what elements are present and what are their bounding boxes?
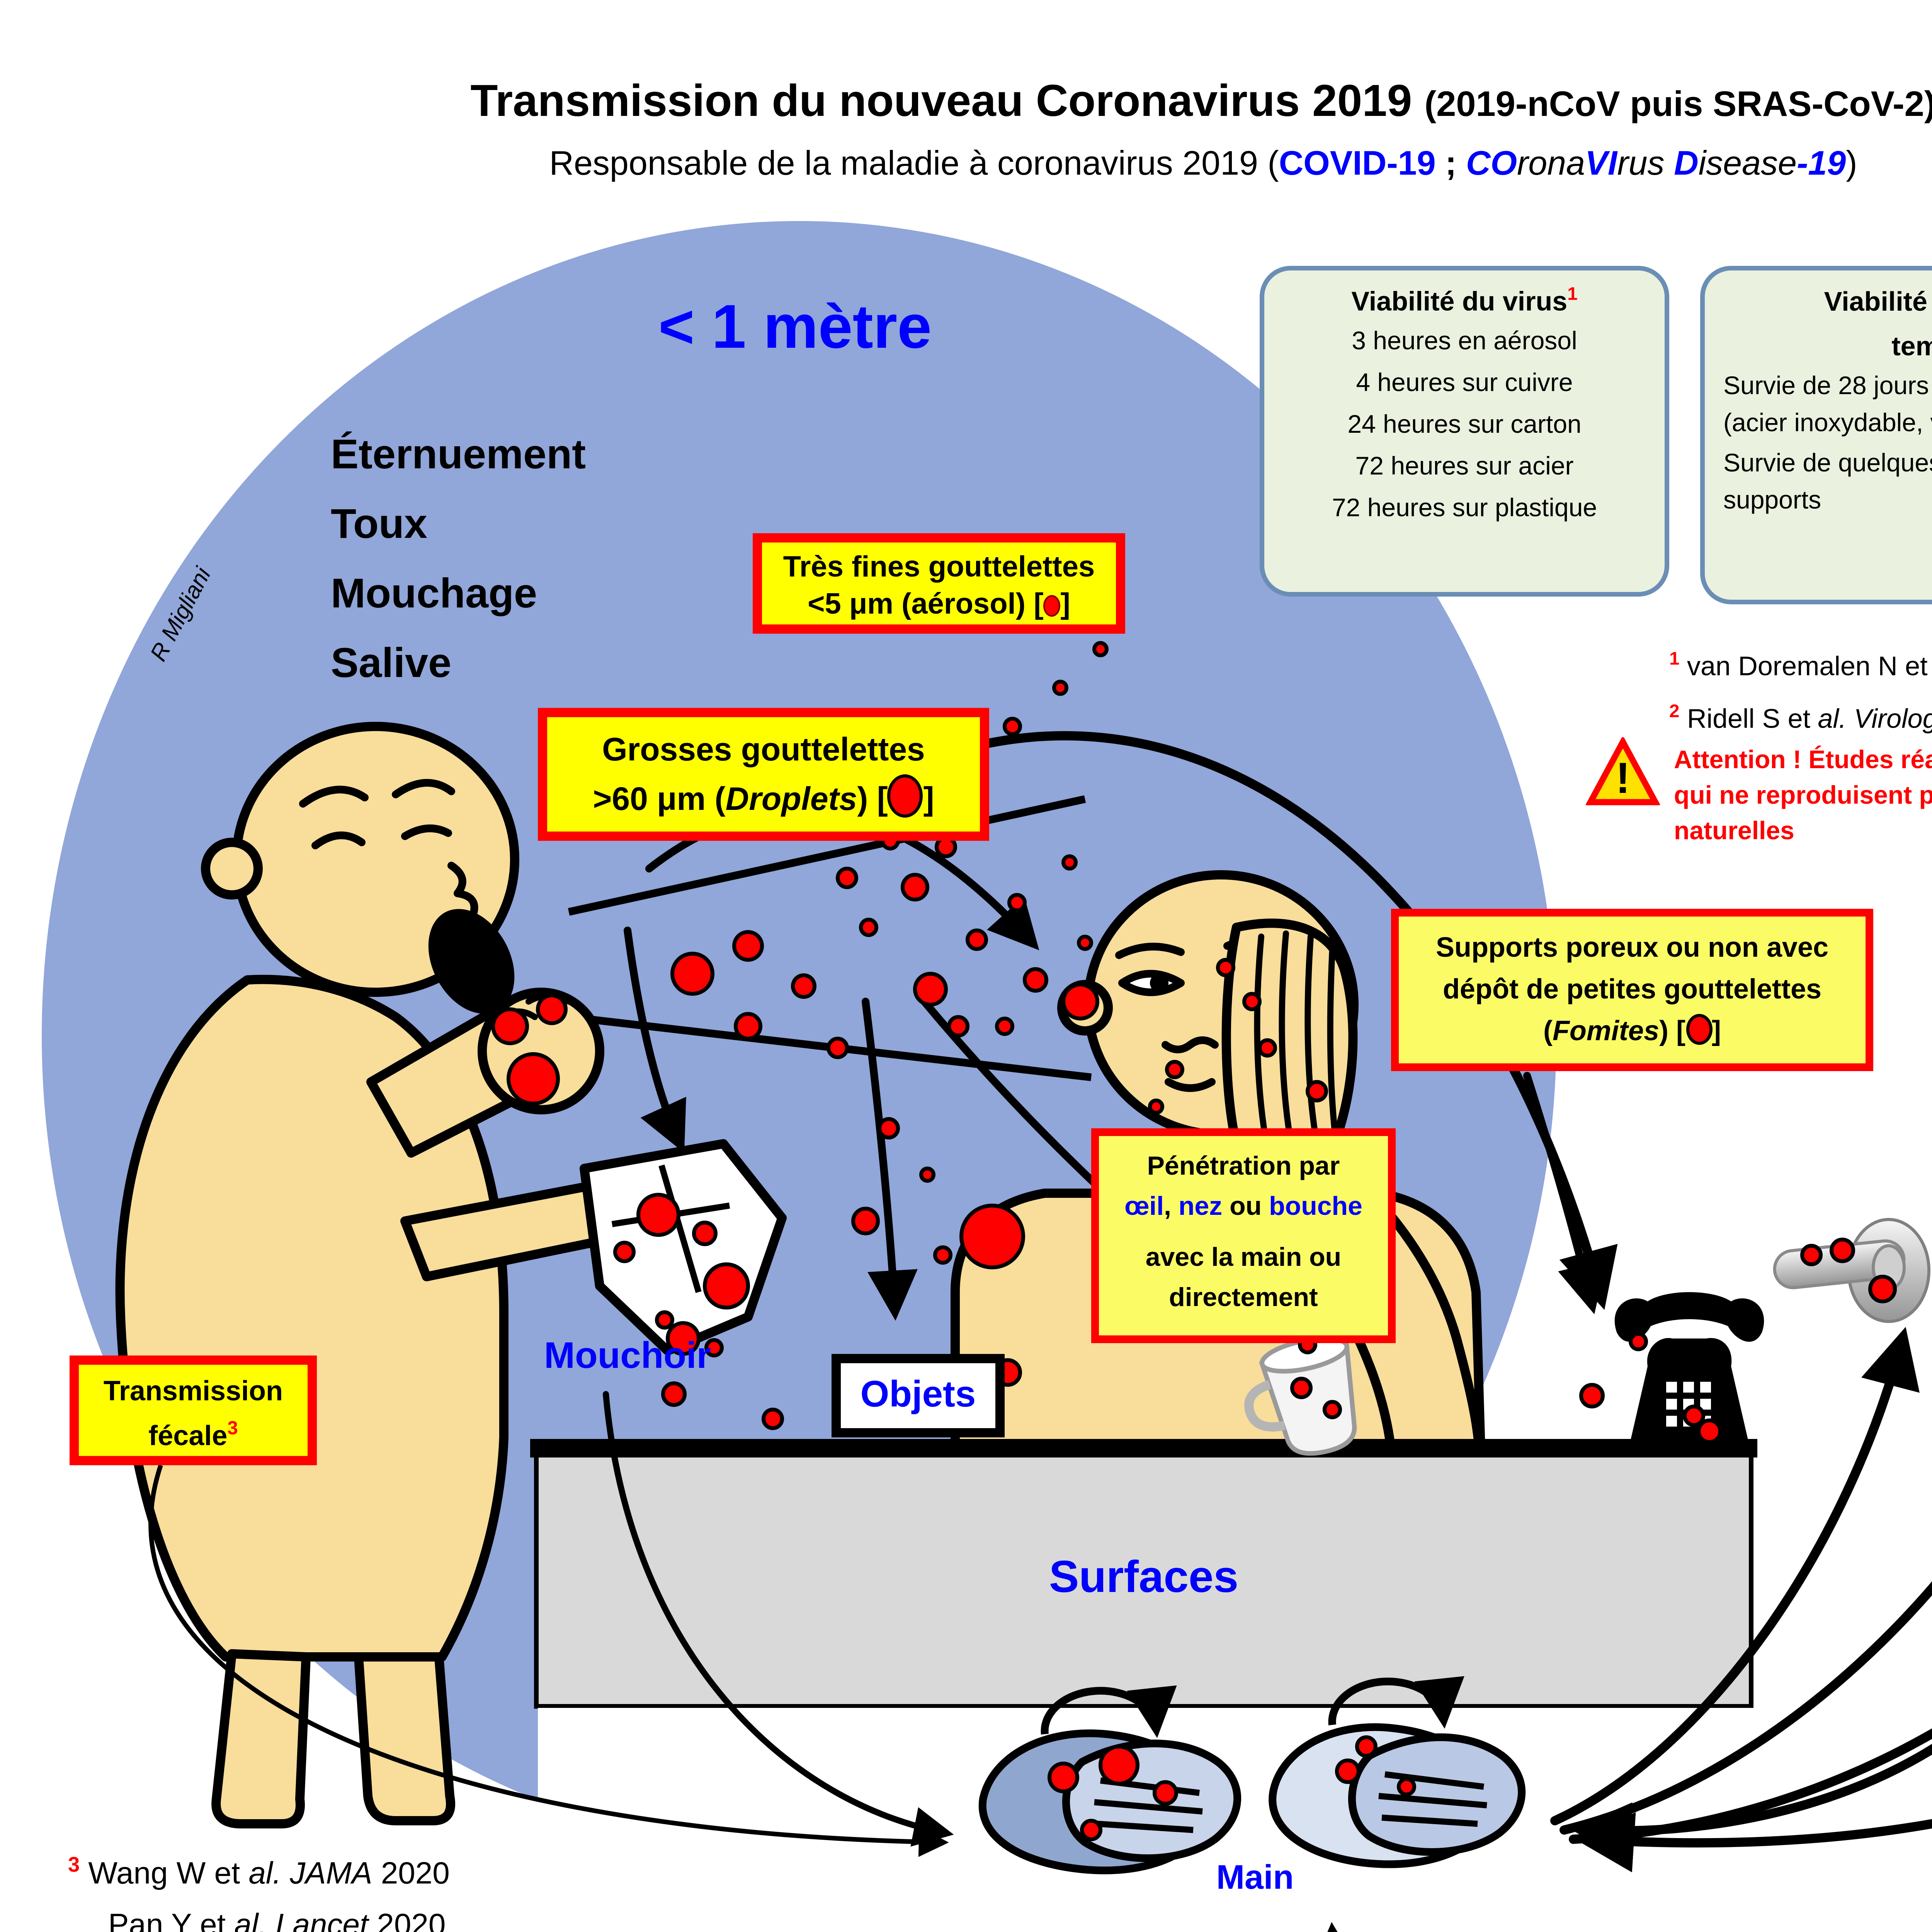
penetration-callout: Pénétration par œil, nez ou bouche avec …	[1091, 1128, 1396, 1343]
title-paren: (2019-nCoV puis SRAS-CoV-2)	[1424, 83, 1932, 124]
emission-item: Éternuement	[331, 431, 586, 478]
reference-3b: Pan Y et al. Lancet 2020	[108, 1908, 446, 1932]
page-title: Transmission du nouveau Coronavirus 2019…	[0, 77, 1932, 128]
svg-text:!: !	[1616, 754, 1630, 802]
objects-label-box: Objets	[832, 1354, 1005, 1437]
virus-viability-box: Viabilité du virus1 3 heures en aérosol …	[1260, 266, 1669, 597]
hand-cycle-arrows	[1041, 1676, 1464, 1932]
references-3: 3 Wang W et al. JAMA 2020 Pan Y et al. L…	[68, 1839, 672, 1932]
door-handle-chrome-icon	[1773, 1218, 1930, 1323]
fomite-droplet-dot-icon	[1685, 1014, 1712, 1045]
surfaces-label: Surfaces	[1049, 1553, 1238, 1603]
large-droplet-dot-icon	[888, 774, 923, 818]
tissue-label: Mouchoir	[544, 1335, 711, 1377]
aerosol-droplet-dot-icon	[1043, 595, 1061, 617]
reference-3a: 3 Wang W et al. JAMA 2020	[68, 1853, 450, 1891]
fine-droplets-callout: Très fines gouttelettes <5 μm (aérosol) …	[753, 533, 1125, 634]
references-1-2: 1 van Doremalen N et al. NEJM 2020 2 Rid…	[1669, 637, 1932, 742]
fecal-transmission-callout: Transmission fécale3	[70, 1355, 317, 1465]
warning-text: Attention ! Études réalisées en conditio…	[1674, 747, 1932, 845]
large-droplets-callout: Grosses gouttelettes >60 μm (Droplets) […	[538, 708, 989, 841]
person-sneezing-figure	[115, 722, 725, 1828]
page-subtitle: Responsable de la maladie à coronavirus …	[549, 144, 1857, 182]
virus-temperature-viability-box: Viabilité du virus en fonction de la tem…	[1700, 266, 1932, 604]
title-main: Transmission du nouveau Coronavirus 2019	[470, 77, 1425, 127]
virus-droplet-dots	[491, 641, 1897, 1841]
reference-2: 2 Ridell S et al. Virology Journal 2020	[1669, 700, 1932, 734]
fomites-callout: Supports poreux ou non avec dépôt de pet…	[1391, 909, 1873, 1071]
reference-1: 1 van Doremalen N et al. NEJM 2020	[1669, 648, 1932, 682]
emission-item: Salive	[331, 640, 452, 686]
warning-icon: !	[1586, 737, 1660, 805]
cup-icon	[1244, 1336, 1357, 1456]
emission-item: Toux	[331, 501, 427, 547]
emission-item: Mouchage	[331, 570, 537, 617]
table-surface	[530, 1439, 1757, 1932]
emission-modes-list: Éternuement Toux Mouchage Salive	[331, 420, 586, 699]
fecal-route-arrow	[148, 1464, 949, 1857]
hands-label: Main	[1216, 1858, 1294, 1896]
distance-label: < 1 mètre	[658, 294, 932, 362]
